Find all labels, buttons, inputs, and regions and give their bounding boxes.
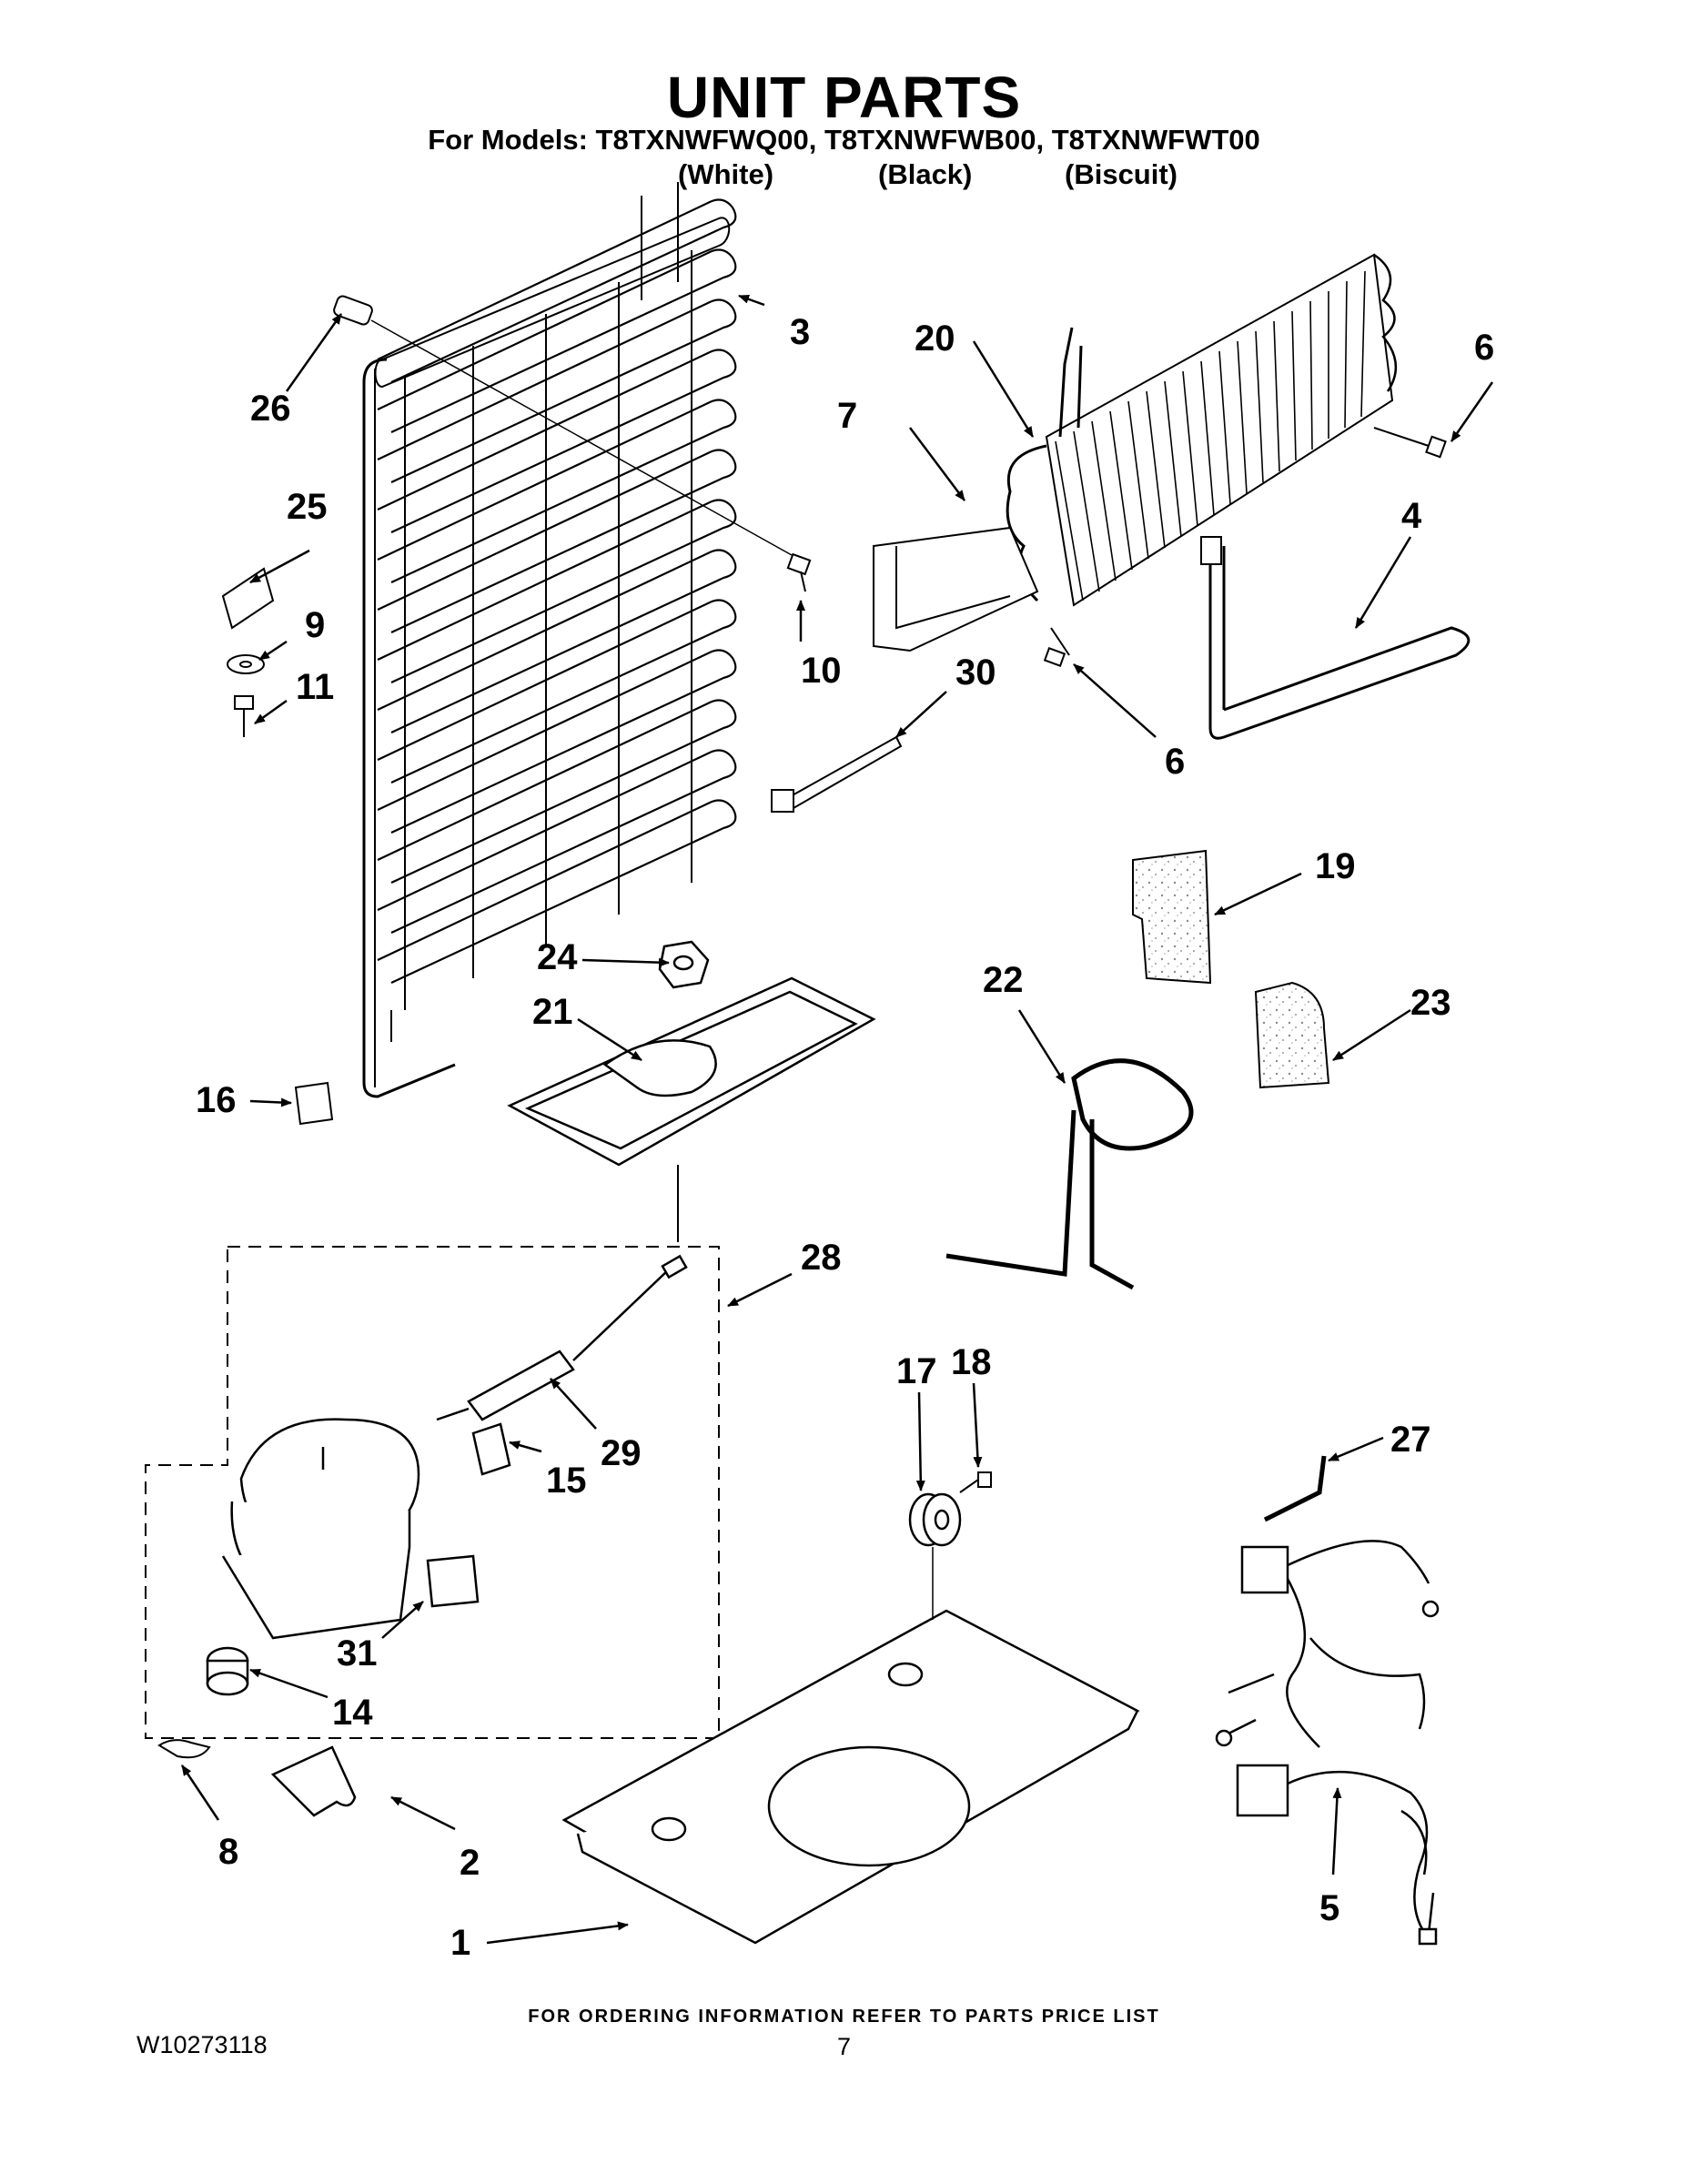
callout-20: 20 [915, 318, 955, 359]
part-8-clip [157, 1739, 211, 1759]
bracket-part-25 [221, 567, 275, 630]
callout-25: 25 [287, 487, 328, 527]
callout-2: 2 [460, 1843, 480, 1883]
nut-part-24 [658, 940, 710, 989]
condenser-coil [362, 182, 737, 1098]
screw-part-6-top [1373, 427, 1447, 459]
wire-harness-part-5 [1215, 1540, 1440, 1946]
grommet-part-14 [206, 1646, 249, 1696]
color-white: (White) [678, 158, 774, 190]
callout-26: 26 [250, 389, 291, 429]
page-number: 7 [836, 2033, 852, 2060]
screw-part-11 [234, 695, 254, 737]
callout-11: 11 [296, 667, 334, 707]
washer-part-9 [227, 654, 265, 674]
callout-27: 27 [1390, 1420, 1431, 1460]
callout-28: 28 [801, 1238, 842, 1278]
callout-8: 8 [218, 1832, 238, 1872]
ordering-note: FOR ORDERING INFORMATION REFER TO PARTS … [528, 2007, 1160, 2027]
base-pan-part-1 [561, 1609, 1140, 1945]
relay-part-15 [471, 1422, 511, 1476]
callout-21: 21 [532, 992, 573, 1032]
color-biscuit: (Biscuit) [1065, 158, 1178, 190]
models-line: For Models: T8TXNWFWQ00, T8TXNWFWB00, T8… [428, 124, 1260, 156]
callout-6-top: 6 [1474, 328, 1494, 368]
callout-24: 24 [537, 937, 578, 977]
callout-19: 19 [1315, 846, 1356, 886]
drier-part-29 [436, 1254, 688, 1421]
compressor-kit-outline-part-28 [145, 1246, 720, 1739]
screw-part-6-mid [1043, 627, 1070, 667]
clip-part-16 [294, 1081, 334, 1126]
evaporator-coil [873, 253, 1398, 652]
part-2-bracket [270, 1745, 357, 1817]
tie-strap-part-30 [771, 735, 903, 814]
callout-9: 9 [305, 605, 325, 645]
callout-22: 22 [983, 960, 1024, 1000]
callout-7: 7 [837, 396, 857, 436]
callout-6-bottom: 6 [1165, 742, 1185, 782]
callout-30: 30 [955, 652, 996, 693]
callout-3: 3 [790, 312, 810, 352]
callout-18: 18 [951, 1342, 992, 1382]
callout-17: 17 [896, 1351, 937, 1391]
color-black: (Black) [878, 158, 973, 190]
overload-part-31 [426, 1554, 480, 1608]
callout-14: 14 [332, 1693, 373, 1733]
callout-31: 31 [337, 1633, 378, 1673]
defrost-heater [1200, 536, 1471, 740]
callout-arrows [180, 294, 1494, 1945]
tube-part-27 [1263, 1455, 1327, 1522]
page-title: UNIT PARTS [666, 65, 1022, 130]
compressor [221, 1418, 420, 1640]
screw-part-10 [786, 552, 812, 592]
callout-23: 23 [1410, 983, 1451, 1023]
callout-29: 29 [601, 1433, 642, 1473]
callout-4: 4 [1401, 496, 1422, 536]
insulation-part-23 [1254, 981, 1330, 1089]
insulation-part-19 [1132, 849, 1212, 985]
spacer-part-17 [908, 1492, 962, 1547]
callout-5: 5 [1319, 1888, 1339, 1928]
callout-16: 16 [196, 1080, 237, 1120]
callout-1: 1 [450, 1923, 470, 1963]
screw-part-26 [333, 295, 793, 556]
tubing-part-22 [945, 1058, 1194, 1290]
callout-10: 10 [801, 651, 842, 691]
document-id: W10273118 [136, 2031, 268, 2058]
callout-labels: 3 26 7 20 6 4 6 30 25 9 11 10 19 23 22 2… [196, 312, 1494, 1963]
screw-part-18 [959, 1471, 992, 1493]
callout-15: 15 [546, 1461, 587, 1501]
